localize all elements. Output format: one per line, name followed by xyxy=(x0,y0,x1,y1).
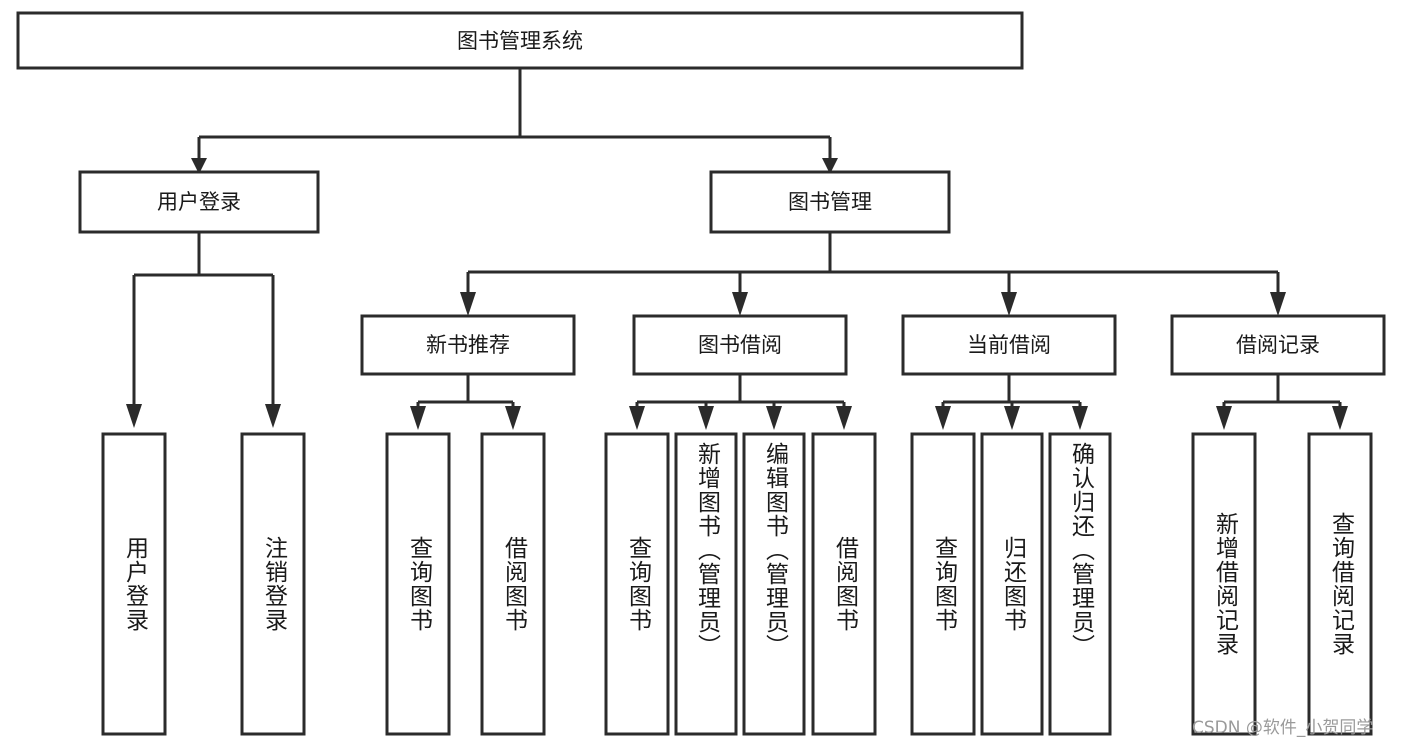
node-current-borrow[interactable]: 当前借阅 xyxy=(901,314,1117,376)
leaf-borrow-book-2-box[interactable] xyxy=(811,432,877,736)
node-borrow-record-label: 借阅记录 xyxy=(1236,333,1320,357)
node-user-login-box[interactable] xyxy=(78,170,320,234)
leaf-query-book-2-box[interactable] xyxy=(604,432,670,736)
node-book-management-box[interactable] xyxy=(709,170,951,234)
leaf-query-record-box[interactable] xyxy=(1307,432,1373,736)
arrow-head-leaf-logout-login xyxy=(265,404,281,428)
arrow-head-user-login xyxy=(191,158,207,174)
leaf-box-group xyxy=(101,432,1373,736)
arrow-head-leaf-query-book-1 xyxy=(410,406,426,430)
arrow-head-book-borrow xyxy=(732,292,748,316)
leaf-borrow-book-1-box[interactable] xyxy=(480,432,546,736)
arrow-head-borrow-record xyxy=(1270,292,1286,316)
arrow-head-leaf-query-record xyxy=(1332,406,1348,430)
node-current-borrow-label: 当前借阅 xyxy=(967,333,1051,357)
leaf-edit-book-box[interactable] xyxy=(742,432,806,736)
node-root-label: 图书管理系统 xyxy=(457,29,583,53)
node-new-book-recommend-label: 新书推荐 xyxy=(426,333,510,357)
node-book-borrow-box[interactable] xyxy=(632,314,848,376)
arrow-head-leaf-query-book-2 xyxy=(629,406,645,430)
leaf-confirm-return-box[interactable] xyxy=(1048,432,1112,736)
arrow-head-leaf-borrow-book-1 xyxy=(505,406,521,430)
leaf-logout-login-box[interactable] xyxy=(240,432,306,736)
node-borrow-record-box[interactable] xyxy=(1170,314,1386,376)
leaf-return-book-box[interactable] xyxy=(980,432,1044,736)
node-new-book-recommend[interactable]: 新书推荐 xyxy=(360,314,576,376)
node-root-box[interactable] xyxy=(16,11,1024,70)
arrow-head-leaf-edit-book xyxy=(766,406,782,430)
arrow-head-current-borrow xyxy=(1001,292,1017,316)
arrow-head-leaf-query-book-3 xyxy=(935,406,951,430)
node-current-borrow-box[interactable] xyxy=(901,314,1117,376)
node-book-management-label: 图书管理 xyxy=(788,190,872,214)
node-user-login-label: 用户登录 xyxy=(157,190,241,214)
arrow-head-leaf-confirm-return xyxy=(1072,406,1088,430)
node-borrow-record[interactable]: 借阅记录 xyxy=(1170,314,1386,376)
arrow-head-leaf-return-book xyxy=(1004,406,1020,430)
arrow-head-leaf-user-login xyxy=(126,404,142,428)
node-book-borrow-label: 图书借阅 xyxy=(698,333,782,357)
leaf-query-book-1-box[interactable] xyxy=(385,432,451,736)
leaf-add-record-box[interactable] xyxy=(1191,432,1257,736)
arrow-head-leaf-add-book xyxy=(698,406,714,430)
node-book-management[interactable]: 图书管理 xyxy=(709,170,951,234)
arrow-head-leaf-borrow-book-2 xyxy=(836,406,852,430)
node-new-book-recommend-box[interactable] xyxy=(360,314,576,376)
leaf-query-book-3-box[interactable] xyxy=(910,432,976,736)
node-root[interactable]: 图书管理系统 xyxy=(16,11,1024,70)
arrow-head-book-management xyxy=(822,158,838,174)
node-user-login[interactable]: 用户登录 xyxy=(78,170,320,234)
connector-group xyxy=(126,68,1348,430)
leaf-add-book-box[interactable] xyxy=(674,432,738,736)
arrow-head-leaf-add-record xyxy=(1216,406,1232,430)
arrow-head-new-book-recommend xyxy=(460,292,476,316)
node-book-borrow[interactable]: 图书借阅 xyxy=(632,314,848,376)
leaf-user-login-box[interactable] xyxy=(101,432,167,736)
